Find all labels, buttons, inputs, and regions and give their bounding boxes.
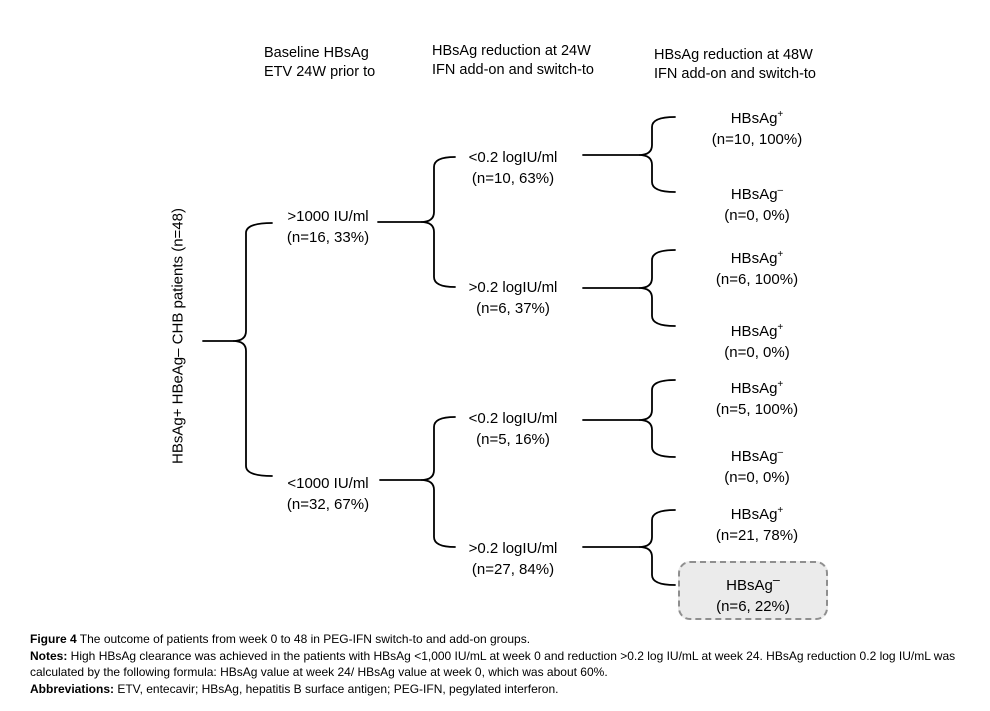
brace-48w-4 (638, 509, 676, 586)
node-value: <0.2 logIU/ml (468, 149, 558, 166)
node-value: >0.2 logIU/ml (468, 279, 558, 296)
header-48w-line1: HBsAg reduction at 48W (654, 47, 813, 63)
header-48w-line2: IFN add-on and switch-to (654, 66, 816, 82)
leaf-stats: (n=6, 22%) (716, 598, 790, 615)
brace-48w-2 (638, 249, 676, 327)
leaf-48w-7: HBsAg+ (n=21, 78%) (716, 500, 798, 546)
leaf-sign: – (777, 447, 784, 458)
leaf-stats: (n=21, 78%) (715, 527, 799, 544)
leaf-stats: (n=10, 100%) (711, 131, 803, 148)
leaf-label: HBsAg+ (730, 505, 784, 523)
abbreviations-label: Abbreviations: (30, 681, 115, 696)
leaf-stats: (n=0, 0%) (724, 469, 790, 486)
leaf-stats: (n=5, 100%) (715, 401, 799, 418)
header-baseline: Baseline HBsAg ETV 24W prior to (264, 44, 375, 82)
leaf-label: HBsAg– (730, 185, 784, 203)
leaf-48w-5: HBsAg+ (n=5, 100%) (716, 374, 798, 420)
brace-root (232, 222, 273, 477)
node-24w-2: >0.2 logIU/ml (n=6, 37%) (469, 277, 558, 319)
header-baseline-line2: ETV 24W prior to (264, 64, 376, 80)
node-stats: (n=10, 63%) (471, 170, 555, 187)
node-value: <1000 IU/ml (287, 475, 369, 492)
caption-title-line: Figure 4 The outcome of patients from we… (30, 631, 965, 648)
brace-48w-1 (638, 116, 676, 193)
node-value: >1000 IU/ml (287, 208, 369, 225)
node-stats: (n=32, 67%) (286, 496, 370, 513)
figure-title: The outcome of patients from week 0 to 4… (76, 632, 531, 646)
leaf-label: HBsAg– (730, 447, 784, 465)
leaf-48w-4: HBsAg+ (n=0, 0%) (724, 317, 789, 363)
leaf-label: HBsAg+ (730, 249, 784, 267)
leaf-stats: (n=0, 0%) (724, 344, 790, 361)
figure-caption: Figure 4 The outcome of patients from we… (30, 631, 965, 697)
leaf-sign: + (777, 505, 784, 516)
node-24w-4: >0.2 logIU/ml (n=27, 84%) (469, 538, 558, 580)
node-stats: (n=5, 16%) (476, 431, 550, 448)
header-24w-line2: IFN add-on and switch-to (432, 62, 594, 78)
leaf-stats: (n=0, 0%) (724, 207, 790, 224)
leaf-48w-1: HBsAg+ (n=10, 100%) (712, 104, 802, 150)
brace-24w-bottom (420, 416, 456, 548)
leaf-stats: (n=6, 100%) (715, 271, 799, 288)
node-stats: (n=27, 84%) (471, 561, 555, 578)
leaf-label: HBsAg– (726, 573, 780, 594)
leaf-label: HBsAg+ (730, 379, 784, 397)
leaf-sign: + (777, 249, 784, 260)
node-baseline-gt1000: >1000 IU/ml (n=16, 33%) (287, 206, 369, 248)
node-24w-3: <0.2 logIU/ml (n=5, 16%) (469, 408, 558, 450)
header-24w: HBsAg reduction at 24W IFN add-on and sw… (432, 42, 594, 80)
leaf-48w-3: HBsAg+ (n=6, 100%) (716, 244, 798, 290)
root-population-label: HBsAg+ HBeAg– CHB patients (n=48) (169, 208, 187, 464)
caption-abbreviations-line: Abbreviations: ETV, entecavir; HBsAg, he… (30, 681, 965, 698)
node-baseline-lt1000: <1000 IU/ml (n=32, 67%) (287, 473, 369, 515)
header-24w-line1: HBsAg reduction at 24W (432, 43, 591, 59)
brace-48w-3 (638, 379, 676, 458)
node-value: >0.2 logIU/ml (468, 540, 558, 557)
node-stats: (n=6, 37%) (476, 300, 550, 317)
leaf-sign: – (777, 185, 784, 196)
abbreviations-text: ETV, entecavir; HBsAg, hepatitis B surfa… (114, 681, 559, 696)
figure-number: Figure 4 (30, 632, 77, 646)
node-24w-1: <0.2 logIU/ml (n=10, 63%) (469, 147, 558, 189)
leaf-sign: – (772, 573, 780, 587)
leaf-label: HBsAg+ (730, 109, 784, 127)
leaf-48w-8-highlighted: HBsAg– (n=6, 22%) (678, 561, 828, 620)
leaf-48w-2: HBsAg– (n=0, 0%) (724, 180, 789, 226)
header-48w: HBsAg reduction at 48W IFN add-on and sw… (654, 46, 816, 84)
notes-text: High HBsAg clearance was achieved in the… (30, 648, 956, 680)
notes-label: Notes: (30, 648, 68, 663)
leaf-48w-6: HBsAg– (n=0, 0%) (724, 442, 789, 488)
caption-notes-line: Notes: High HBsAg clearance was achieved… (30, 648, 965, 681)
node-value: <0.2 logIU/ml (468, 410, 558, 427)
leaf-sign: + (777, 322, 784, 333)
leaf-label: HBsAg+ (730, 322, 784, 340)
brace-24w-top (420, 156, 456, 288)
leaf-sign: + (777, 379, 784, 390)
node-stats: (n=16, 33%) (286, 229, 370, 246)
header-baseline-line1: Baseline HBsAg (264, 45, 369, 61)
leaf-sign: + (777, 109, 784, 120)
